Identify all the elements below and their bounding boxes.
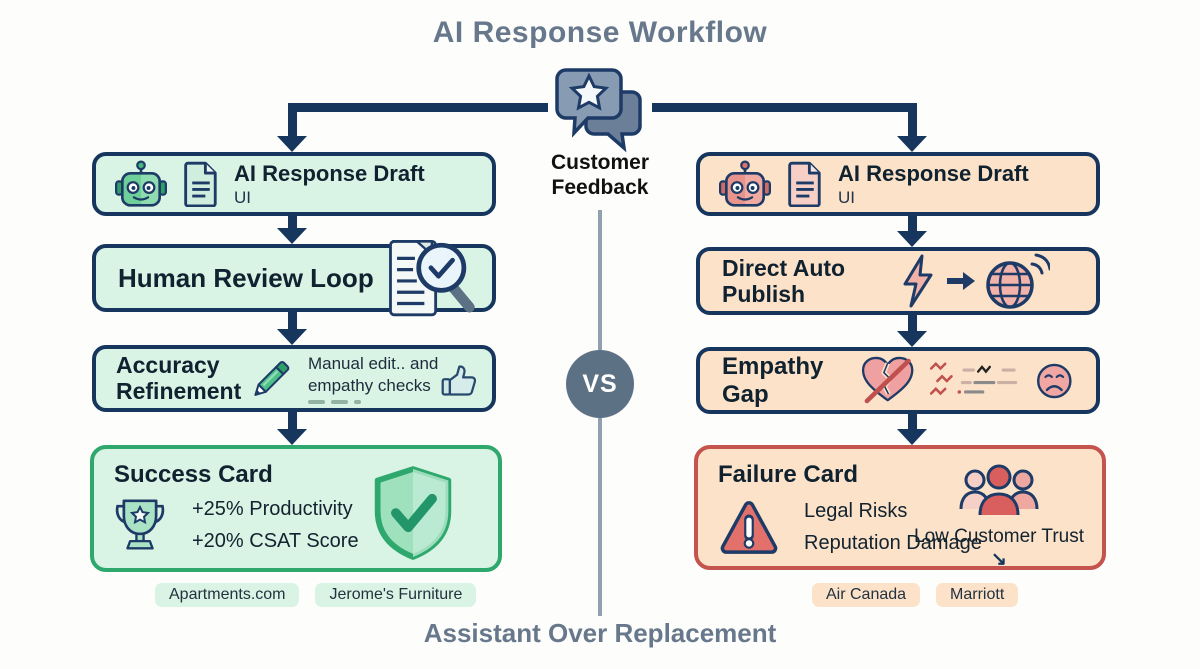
vs-label: VS (582, 369, 618, 398)
low-trust-text: Low Customer Trust (914, 526, 1084, 547)
right-box-direct-auto-publish: Direct Auto Publish (696, 247, 1100, 315)
document-icon (184, 161, 217, 207)
right-box1-subtitle: UI (838, 187, 855, 207)
robot-icon (115, 160, 167, 207)
right-arrow1-stem (908, 216, 917, 232)
right-box1-text: AI Response Draft UI (838, 161, 1029, 208)
sad-face-icon (1037, 363, 1073, 398)
left-box-accuracy-refinement: Accuracy Refinement Manual edit.. and em… (92, 345, 496, 412)
footer-caption: Assistant Over Replacement (423, 618, 777, 648)
right-arrow2-head (897, 331, 927, 347)
customer-feedback-label: Customer Feedback (550, 151, 650, 200)
low-trust-caption: Low Customer Trust ↘ (914, 526, 1084, 572)
failure-card: Failure Card Legal Risks Reputation Dama… (694, 445, 1106, 570)
warning-triangle-icon (720, 501, 778, 554)
left-box-human-review-loop: Human Review Loop (92, 240, 496, 317)
badge-air-canada: Air Canada (812, 583, 921, 607)
risk-legal: Legal Risks (804, 500, 908, 522)
left-badges: Apartments.com Jerome's Furniture (155, 583, 477, 607)
left-box3-note: Manual edit.. and empathy checks (307, 354, 439, 395)
right-arrow3-head (897, 429, 927, 445)
trophy-icon (115, 499, 165, 550)
left-arrow2-head (277, 329, 307, 345)
left-box3-title: Accuracy Refinement (116, 352, 242, 404)
success-card-title: Success Card (114, 461, 273, 488)
trend-down-icon: ↘ (991, 548, 1007, 570)
right-box2-title: Direct Auto Publish (722, 254, 846, 307)
shield-check-icon (374, 466, 452, 560)
risk-reputation: Reputation Damage (804, 532, 982, 554)
connector-right-hline (652, 103, 917, 112)
connector-left-arrowhead (277, 136, 307, 152)
right-arrow1-head (897, 231, 927, 247)
pencil-icon (254, 360, 290, 396)
left-box1-subtitle: UI (234, 187, 251, 207)
people-group-icon (959, 464, 1039, 516)
dash (307, 399, 325, 404)
connector-right-stem (908, 103, 917, 136)
thumbs-up-icon (441, 365, 476, 396)
badge-marriott: Marriott (936, 583, 1019, 607)
noise-squiggles-icon (929, 361, 1017, 395)
broken-heart-icon (862, 356, 914, 403)
connector-left-stem (288, 103, 297, 136)
robot-icon-red (719, 160, 771, 207)
left-arrow3-head (277, 429, 307, 445)
right-box-ai-response-draft: AI Response Draft UI (696, 152, 1100, 216)
badge-apartments: Apartments.com (155, 583, 300, 607)
arrow-right-icon (947, 272, 975, 290)
left-arrow2-stem (288, 312, 297, 330)
left-box-ai-response-draft: AI Response Draft UI (92, 152, 496, 216)
success-card: Success Card +25% Productivity +20% CSAT… (90, 445, 502, 572)
success-card-body: +25% Productivity +20% CSAT Score (114, 493, 478, 557)
right-arrow3-stem (908, 414, 917, 430)
failure-side-block: Low Customer Trust ↘ (914, 463, 1084, 572)
doc-magnifier-icon (389, 240, 475, 317)
failure-card-title: Failure Card (718, 461, 859, 488)
left-box1-title: AI Response Draft (234, 160, 425, 186)
left-box3-note-block: Manual edit.. and empathy checks (307, 353, 476, 404)
left-arrow1-head (277, 228, 307, 244)
failure-risks: Legal Risks Reputation Damage (804, 495, 982, 559)
right-box3-title: Empathy Gap (722, 352, 824, 408)
customer-feedback-icon (555, 68, 642, 153)
dash (353, 399, 361, 404)
connector-right-arrowhead (897, 136, 927, 152)
document-icon-red (788, 161, 821, 207)
lightning-icon (903, 254, 933, 308)
metric-csat: +20% CSAT Score (192, 530, 359, 552)
left-arrow3-stem (288, 412, 297, 430)
vs-badge: VS (566, 350, 634, 418)
metric-productivity: +25% Productivity (192, 498, 353, 520)
right-box-empathy-gap: Empathy Gap (696, 347, 1100, 414)
right-arrow2-stem (908, 315, 917, 332)
page-title: AI Response Workflow (432, 16, 768, 49)
left-box1-text: AI Response Draft UI (234, 161, 425, 208)
redaction-dashes (307, 399, 472, 404)
dash (330, 399, 348, 404)
left-arrow1-stem (288, 216, 297, 229)
left-box2-title: Human Review Loop (118, 262, 374, 293)
connector-left-hline (288, 103, 548, 112)
right-box1-title: AI Response Draft (838, 160, 1029, 186)
right-badges: Air Canada Marriott (812, 583, 1019, 607)
badge-jeromes: Jerome's Furniture (315, 583, 477, 607)
globe-icon (986, 253, 1050, 309)
success-metrics: +25% Productivity +20% CSAT Score (192, 493, 359, 557)
failure-card-body: Legal Risks Reputation Damage (718, 495, 1082, 559)
